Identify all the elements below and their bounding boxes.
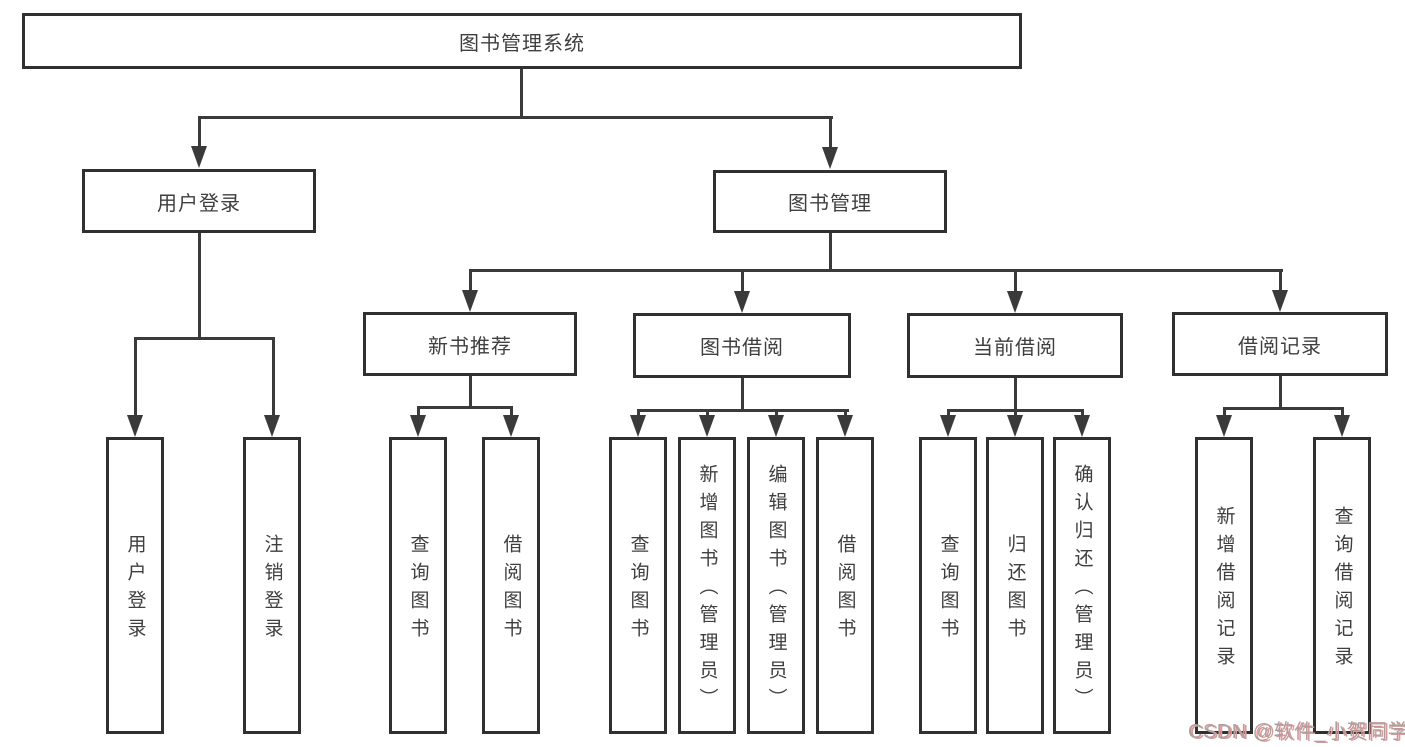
edge-line [198, 233, 201, 340]
leaf-query-books-recommend: 查询图书 [389, 437, 447, 734]
node-label: 用户登录 [157, 192, 241, 215]
arrow-down-icon [1272, 290, 1288, 312]
arrow-down-icon [1007, 415, 1023, 437]
leaf-query-books-current: 查询图书 [919, 437, 977, 734]
leaf-edit-books-admin: 编辑图书（管理员） [747, 437, 805, 734]
edge-line [741, 378, 744, 411]
edge-line [947, 409, 950, 417]
arrow-down-icon [410, 415, 426, 437]
leaf-query-borrow-record: 查询借阅记录 [1313, 437, 1371, 734]
edge-line [510, 406, 513, 416]
node-label: 用户登录 [124, 534, 146, 646]
edge-line [469, 376, 472, 409]
node-label: 图书借阅 [700, 337, 784, 359]
node-label: 图书管理 [788, 193, 872, 215]
edge-line [1014, 409, 1017, 417]
node-new-book-recommend: 新书推荐 [363, 312, 577, 376]
node-current-borrowing: 当前借阅 [907, 313, 1123, 378]
edge-line [1223, 407, 1226, 417]
edge-line [1081, 409, 1084, 417]
node-label: 确认归还（管理员） [1071, 464, 1093, 716]
leaf-add-books-admin: 新增图书（管理员） [678, 437, 736, 734]
node-label: 注销登录 [261, 534, 283, 646]
edge-line [1223, 407, 1344, 410]
edge-line [198, 116, 833, 119]
edge-line [469, 269, 1283, 272]
arrow-down-icon [822, 147, 838, 169]
leaf-confirm-return-admin: 确认归还（管理员） [1053, 437, 1111, 734]
edge-line [272, 337, 275, 416]
edge-line [1341, 407, 1344, 417]
node-borrowing-records: 借阅记录 [1172, 312, 1388, 376]
edge-line [1279, 376, 1282, 409]
edge-line [1279, 269, 1282, 292]
arrow-down-icon [630, 415, 646, 437]
edge-line [741, 269, 744, 292]
node-label: 查询图书 [627, 534, 649, 646]
node-root-library-system: 图书管理系统 [22, 13, 1022, 69]
node-label: 借阅记录 [1238, 335, 1322, 358]
arrow-down-icon [1334, 415, 1350, 437]
edge-line [775, 409, 778, 417]
edge-line [844, 409, 847, 417]
node-label: 新增借阅记录 [1213, 506, 1235, 674]
arrow-down-icon [1007, 291, 1023, 313]
node-user-login-module: 用户登录 [82, 169, 316, 233]
leaf-logout: 注销登录 [243, 437, 301, 734]
leaf-add-borrow-record: 新增借阅记录 [1195, 437, 1253, 734]
edge-line [134, 337, 275, 340]
node-label: 借阅图书 [500, 534, 522, 646]
arrow-down-icon [837, 415, 853, 437]
node-label: 查询图书 [937, 534, 959, 646]
edge-line [637, 409, 640, 417]
arrow-down-icon [264, 415, 280, 437]
node-label: 图书管理系统 [459, 32, 585, 55]
edge-line [637, 409, 849, 412]
leaf-user-login: 用户登录 [106, 437, 164, 734]
csdn-watermark: CSDN @软件_小贺同学 [1188, 721, 1405, 743]
edge-line [1014, 269, 1017, 292]
arrow-down-icon [699, 415, 715, 437]
edge-line [520, 69, 523, 118]
node-label: 查询图书 [407, 534, 429, 646]
edge-line [198, 116, 201, 148]
node-book-borrowing: 图书借阅 [633, 313, 851, 378]
edge-line [1014, 378, 1017, 411]
arrow-down-icon [1216, 415, 1232, 437]
leaf-query-books-borrowing: 查询图书 [609, 437, 667, 734]
node-label: 归还图书 [1004, 534, 1026, 646]
arrow-down-icon [191, 146, 207, 168]
arrow-down-icon [768, 415, 784, 437]
edge-line [706, 409, 709, 417]
node-label: 查询借阅记录 [1331, 506, 1353, 674]
leaf-borrow-books-recommend: 借阅图书 [482, 437, 540, 734]
leaf-return-books: 归还图书 [986, 437, 1044, 734]
node-label: 新增图书（管理员） [696, 464, 718, 716]
arrow-down-icon [503, 415, 519, 437]
arrow-down-icon [127, 415, 143, 437]
node-book-management-module: 图书管理 [713, 170, 947, 233]
edge-line [829, 233, 832, 272]
edge-line [829, 116, 832, 149]
node-label: 当前借阅 [973, 337, 1057, 359]
edge-line [417, 406, 420, 416]
node-label: 借阅图书 [834, 534, 856, 646]
edge-line [134, 337, 137, 416]
arrow-down-icon [940, 415, 956, 437]
edge-line [469, 269, 472, 292]
edge-line [417, 406, 513, 409]
arrow-down-icon [1074, 415, 1090, 437]
node-label: 编辑图书（管理员） [765, 464, 787, 716]
arrow-down-icon [734, 291, 750, 313]
leaf-borrow-books: 借阅图书 [816, 437, 874, 734]
node-label: 新书推荐 [428, 335, 512, 358]
arrow-down-icon [462, 290, 478, 312]
